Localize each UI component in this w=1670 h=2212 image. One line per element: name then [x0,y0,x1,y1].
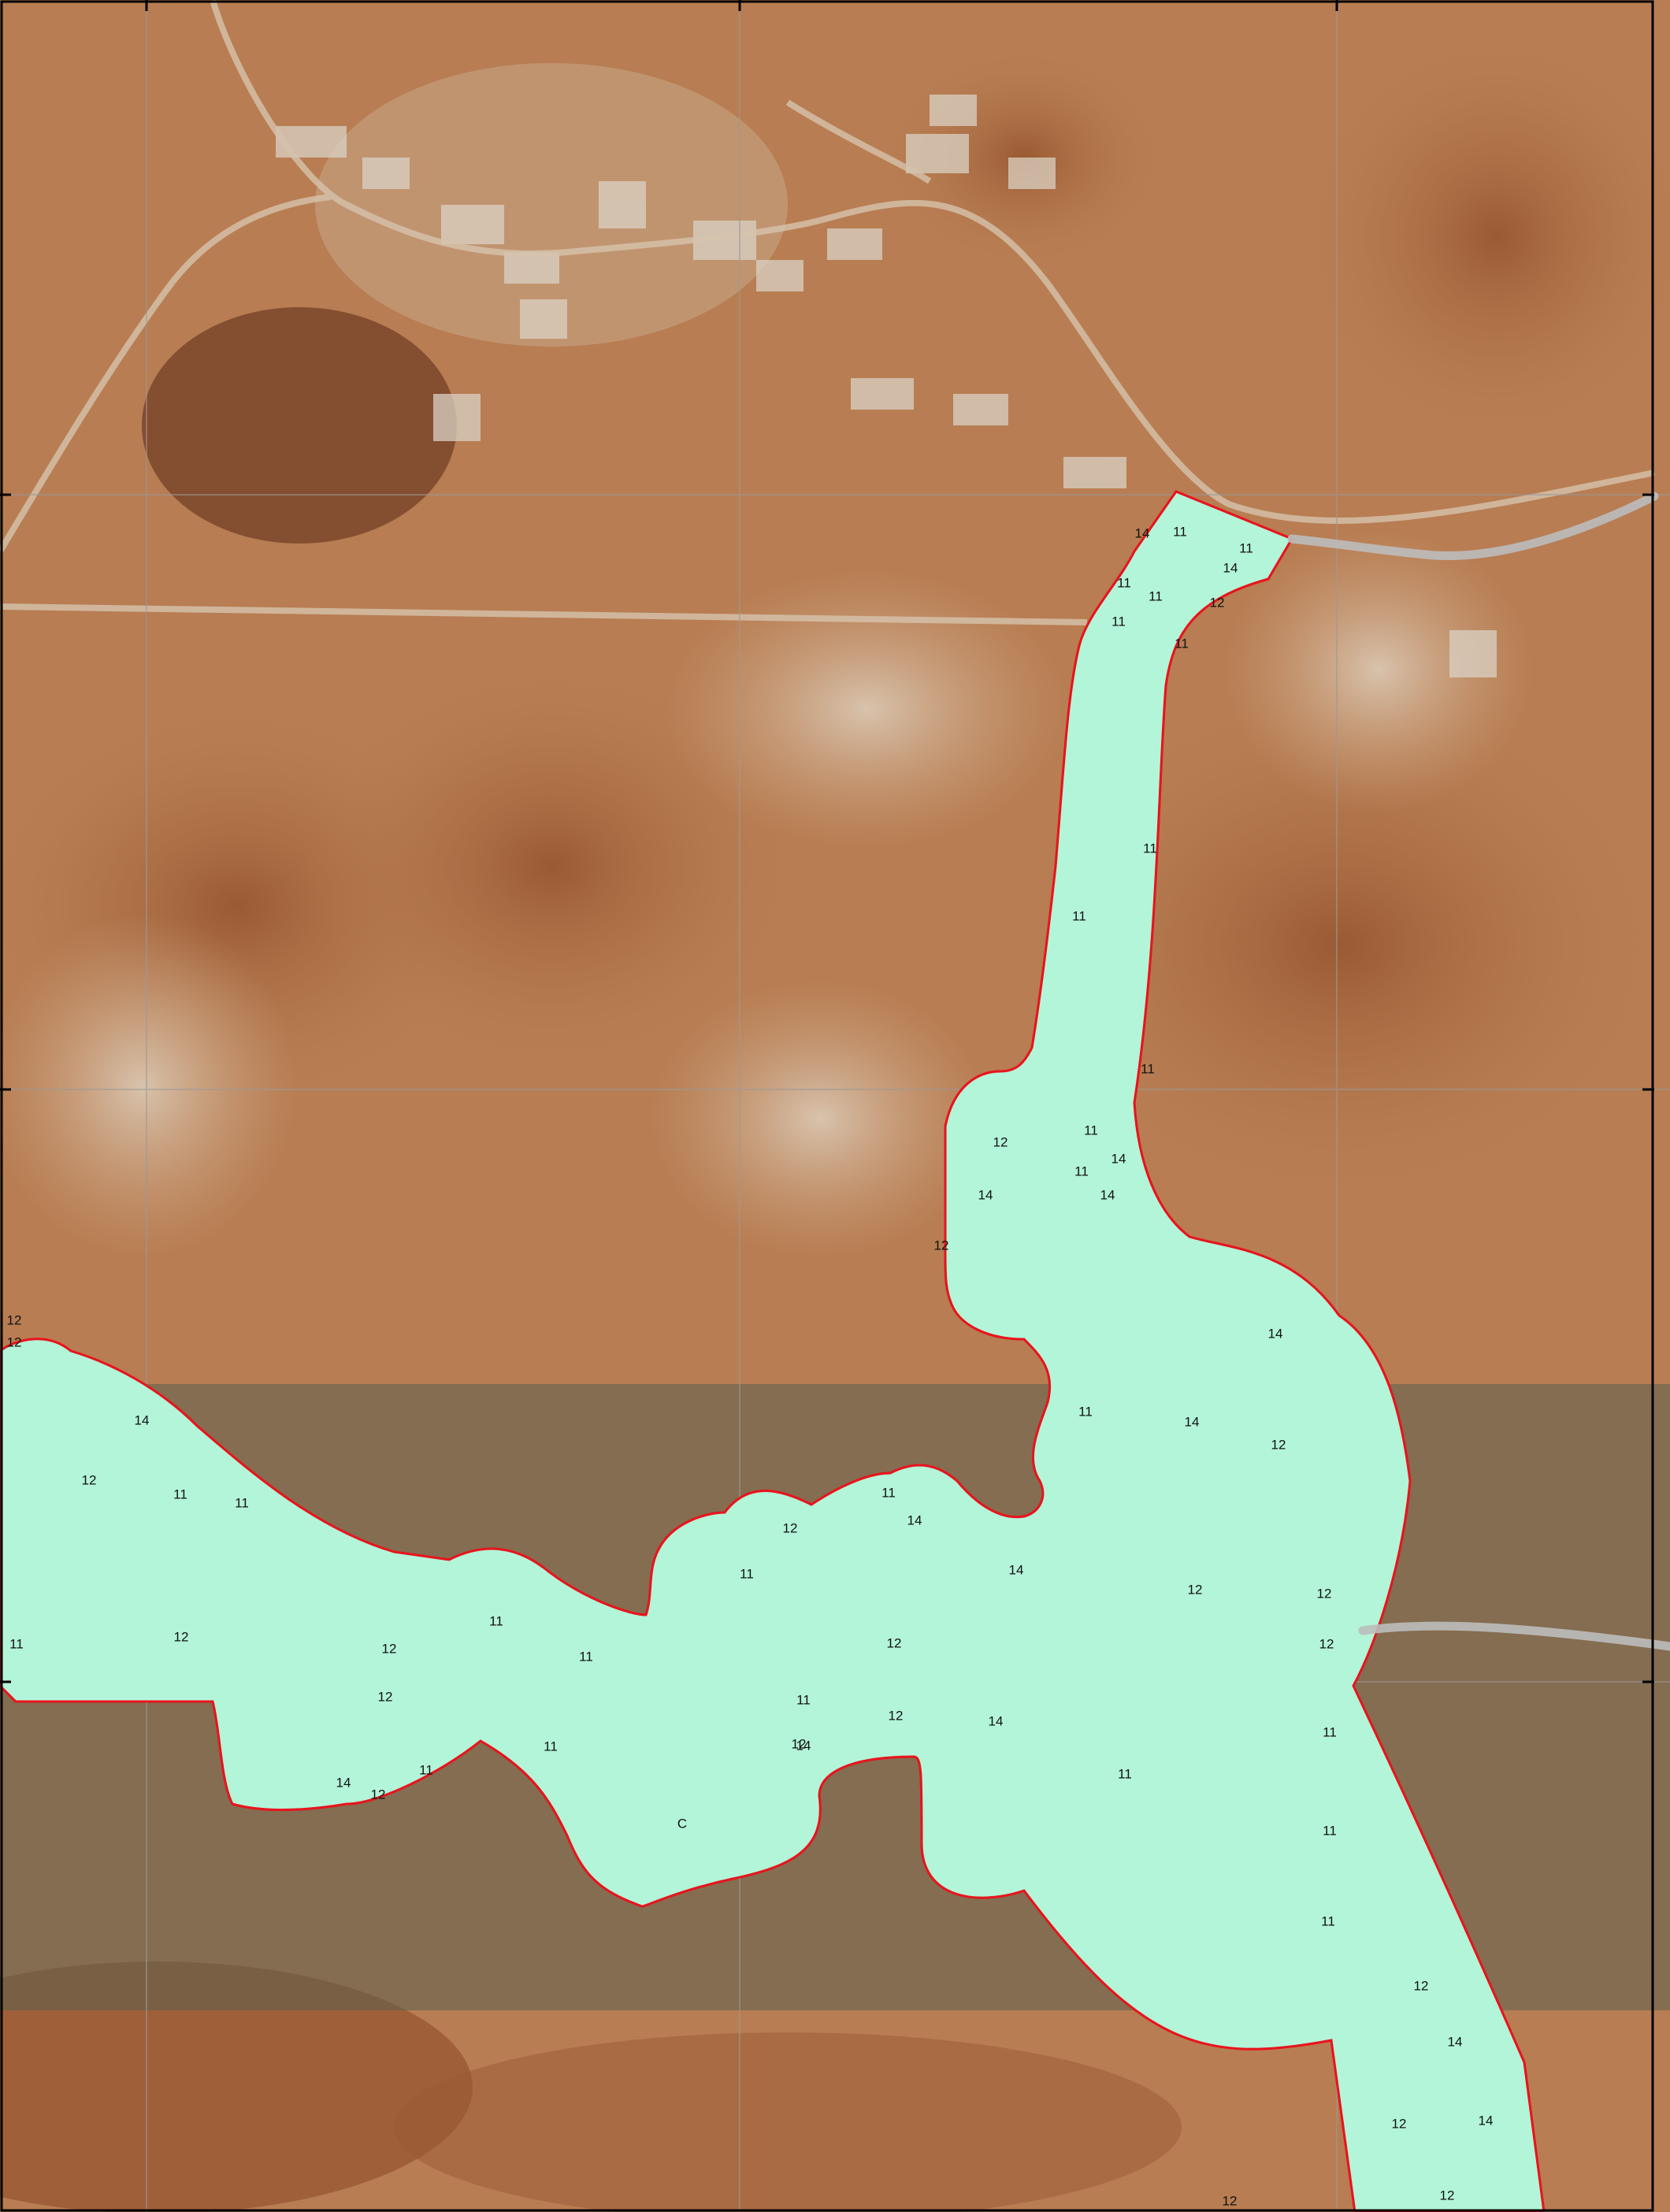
zone-label: 12 [82,1472,97,1487]
zone-label: 11 [796,1692,811,1707]
zone-label: 11 [1321,1913,1335,1928]
zone-labels: 14 11 11 14 11 11 12 11 11 11 11 11 11 14 11 12 14 14 12 14… [7,524,1494,2208]
zone-label: 14 [978,1187,993,1202]
zone-label: 11 [1141,1061,1155,1076]
zone-label: 14 [796,1738,811,1753]
zone-label: 14 [907,1512,922,1527]
zone-label: 12 [371,1787,386,1802]
zone-label: 12 [1414,1978,1429,1993]
zone-label: 12 [887,1635,902,1650]
zone-label: 14 [1100,1187,1115,1202]
zone-label: 14 [336,1775,351,1790]
zone-label: 14 [1135,525,1150,540]
zone-label: 12 [174,1629,189,1644]
zone-label: 14 [1111,1151,1126,1166]
zone-label: 11 [1323,1823,1337,1838]
zone-label: 11 [1074,1164,1089,1178]
zone-label: 11 [9,1636,24,1651]
project-area [0,490,1546,2212]
zone-label: 11 [1175,636,1189,651]
zone-label: 11 [1323,1724,1337,1739]
zone-label: 11 [881,1485,896,1500]
zone-label: 12 [934,1238,949,1253]
zone-label: 14 [1268,1326,1283,1341]
zone-label: 12 [783,1520,798,1535]
zone-label: 11 [1111,614,1126,629]
zone-label: 12 [382,1641,397,1656]
zone-label: 12 [1392,2116,1407,2131]
zone-label: 11 [1173,524,1187,539]
zone-label: 12 [1223,2193,1238,2208]
zone-label: 12 [993,1134,1008,1149]
zone-label: 14 [1009,1562,1024,1577]
zone-label: 12 [1210,595,1225,610]
zone-label: 11 [579,1649,593,1664]
zone-label: 12 [1188,1582,1203,1597]
zone-label: 11 [489,1613,503,1628]
zone-label: 14 [135,1412,150,1427]
zone-label: 12 [889,1708,904,1723]
zone-label: 11 [419,1762,433,1777]
zone-label: 14 [1223,560,1238,575]
zone-label: 11 [1078,1404,1093,1419]
zone-label: 12 [1440,2188,1455,2203]
zone-label: 14 [1185,1414,1200,1429]
zone-label: 12 [7,1312,22,1327]
zone-label: 11 [740,1566,754,1581]
zone-label: 12 [7,1334,22,1349]
zone-label: 11 [544,1739,558,1754]
zone-label: 12 [1319,1636,1334,1651]
zone-label: 11 [1072,908,1086,923]
zone-label: 12 [1271,1437,1286,1452]
zone-label: 14 [1479,2113,1494,2128]
road-network [1287,492,1670,1651]
zone-label: 11 [1084,1123,1098,1138]
zone-label: 14 [989,1713,1004,1728]
zone-label: 14 [1448,2034,1463,2049]
zone-label: 11 [1143,841,1157,855]
zone-label: 11 [1239,540,1253,555]
zone-label: 11 [1118,1766,1132,1781]
zone-label: 12 [1317,1586,1332,1601]
zone-label: 11 [235,1495,249,1510]
zone-label: 12 [378,1689,393,1704]
zone-label: 11 [1149,588,1163,603]
zone-label: 11 [173,1486,187,1501]
zone-label: C [677,1816,687,1831]
zone-label: 12 [792,1736,807,1751]
zone-label: 11 [1117,575,1131,590]
